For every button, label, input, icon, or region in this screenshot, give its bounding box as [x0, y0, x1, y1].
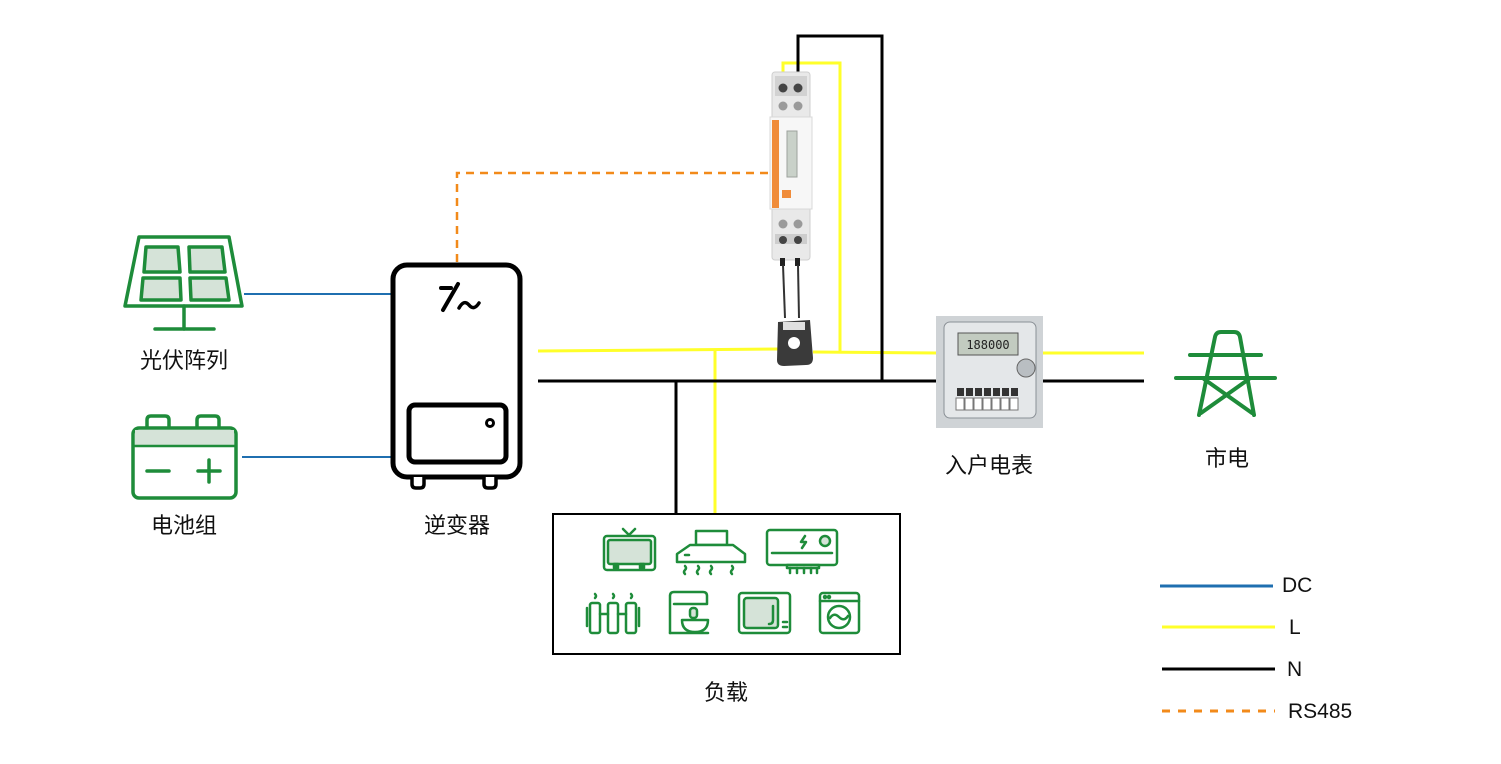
battery-icon: [131, 414, 238, 500]
legend: [1160, 584, 1275, 713]
legend-label-rs485: RS485: [1288, 700, 1353, 723]
radiator-icon: [585, 592, 641, 635]
range-hood-icon: [675, 529, 747, 576]
electric-meter-icon: 188000: [936, 316, 1043, 428]
battery-label: 电池组: [150, 514, 218, 539]
inverter-icon: [390, 262, 523, 490]
din-rail-meter-icon: [769, 71, 813, 319]
wires: [242, 34, 1144, 514]
washing-machine-icon: [818, 591, 861, 635]
meter-display: 188000: [966, 338, 1009, 352]
live-wire-main: [537, 347, 781, 353]
air-conditioner-icon: [765, 528, 839, 575]
pv-label: 光伏阵列: [139, 349, 229, 374]
grid-label: 市电: [1204, 447, 1250, 472]
microwave-icon: [737, 591, 792, 635]
legend-label-neutral: N: [1287, 658, 1303, 681]
current-transformer-icon: [777, 320, 813, 366]
tv-icon: [602, 527, 657, 572]
neutral-wire-meter-B: [796, 34, 884, 381]
legend-label-live: L: [1289, 616, 1301, 639]
rs485-wire: [455, 171, 772, 262]
appliances-icon: [585, 527, 861, 635]
house-meter-label: 入户电表: [944, 454, 1034, 479]
inverter-label: 逆变器: [423, 514, 491, 539]
solar-panel-icon: [123, 235, 244, 331]
load-label: 负载: [703, 681, 749, 706]
stand-mixer-icon: [668, 590, 710, 635]
legend-label-dc: DC: [1282, 574, 1313, 597]
transmission-tower-icon: [1174, 330, 1277, 417]
live-wire-ct-out: [812, 350, 939, 355]
